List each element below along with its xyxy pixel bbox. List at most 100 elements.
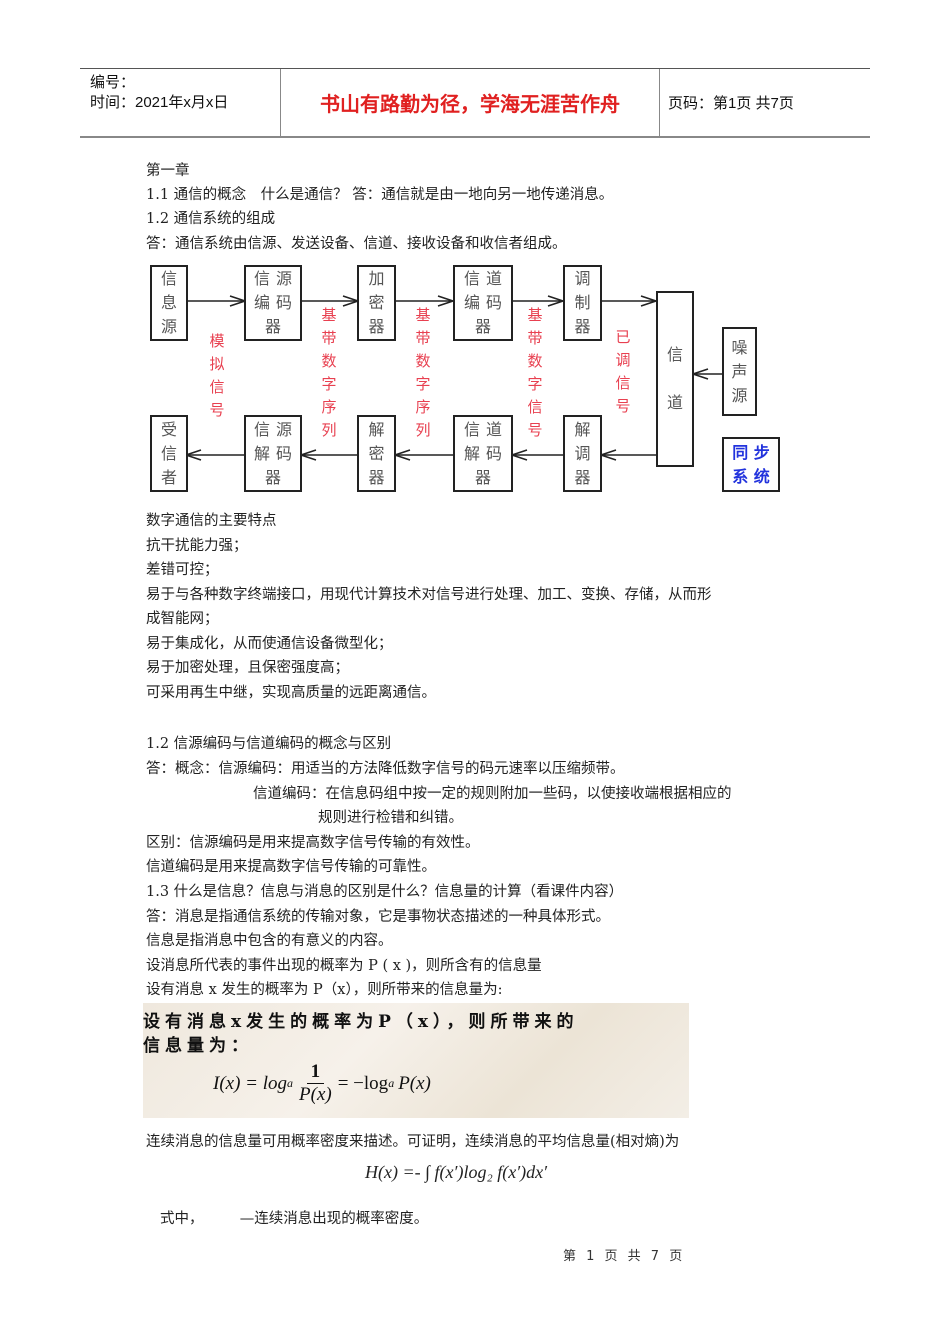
source-decoder-box: 信源 解码 器 xyxy=(244,415,302,492)
difference-source: 区别：信源编码是用来提高数字信号传输的有效性。 xyxy=(146,835,480,851)
box-text: 息 xyxy=(160,293,177,312)
box-text: 信源 xyxy=(253,419,298,439)
label-char: 基 xyxy=(527,306,543,324)
label-char: 号 xyxy=(209,401,225,419)
label-char: 带 xyxy=(321,329,337,347)
box-text: 加 xyxy=(368,269,385,288)
continuous-info-text: 连续消息的信息量可用概率密度来描述。可证明，连续消息的平均信息量(相对熵)为 xyxy=(146,1134,680,1150)
where-clause: 式中， —连续消息出现的概率密度。 xyxy=(160,1211,429,1227)
formula-lhs: I(x) = log xyxy=(213,1072,288,1094)
section-1-2-title: 1.2 通信系统的组成 xyxy=(146,211,276,227)
page-header: 编号： 时间：2021年x月x日 书山有路勤为径，学海无涯苦作舟 页码：第1页 … xyxy=(80,68,870,138)
box-text: 密 xyxy=(368,443,385,463)
label-char: 数 xyxy=(415,352,431,370)
box-text: 同 步 xyxy=(732,442,770,462)
sync-system-box: 同 步 系 统 xyxy=(722,437,780,492)
label-char: 序 xyxy=(321,398,337,416)
formula-base: a xyxy=(388,1076,395,1090)
doc-number-label: 编号： xyxy=(90,74,136,91)
label-char: 信 xyxy=(615,374,631,392)
box-text: 道 xyxy=(666,393,683,412)
box-text: 信源 xyxy=(253,269,298,288)
box-text: 器 xyxy=(264,317,287,336)
label-char: 信 xyxy=(209,378,225,396)
feature-item: 易于与各种数字终端接口，用现代计算技术对信号进行处理、加工、变换、存储，从而形 xyxy=(146,587,712,603)
section-coding-title: 1.2 信源编码与信道编码的概念与区别 xyxy=(146,736,392,752)
feature-item: 抗干扰能力强； xyxy=(146,538,248,554)
box-text: 噪 xyxy=(731,337,748,357)
label-char: 基 xyxy=(415,306,431,324)
box-text: 源 xyxy=(731,385,748,405)
formula-image-line-2: 信息量为： xyxy=(143,1036,253,1056)
header-page-info: 页码：第1页 共7页 xyxy=(668,95,794,112)
formula-numerator: 1 xyxy=(306,1061,325,1084)
info-definition: 信息是指消息中包含的有意义的内容。 xyxy=(146,933,393,949)
demodulator-box: 解 调 器 xyxy=(563,415,602,492)
box-text: 器 xyxy=(474,467,497,487)
label-char: 带 xyxy=(527,329,543,347)
label-baseband-seq-2: 基 带 数 字 序 列 xyxy=(414,304,432,442)
box-text: 源 xyxy=(160,317,177,336)
box-text: 信 xyxy=(160,269,177,288)
probability-line-2: 设有消息 x 发生的概率为 P（x），则所带来的信息量为: xyxy=(146,982,503,998)
entropy-formula: H(x) =- ∫ f(x′)log₂ f(x′)dx′ xyxy=(365,1162,548,1182)
box-text: 器 xyxy=(574,317,591,336)
label-char: 信 xyxy=(527,398,543,416)
box-text: 信道 xyxy=(463,419,508,439)
label-char: 已 xyxy=(615,328,631,346)
label-char: 调 xyxy=(615,351,631,369)
box-text: 信道 xyxy=(463,269,508,288)
concept-channel-coding-1: 信道编码：在信息码组中按一定的规则附加一些码，以使接收端根据相应的 xyxy=(253,786,732,802)
label-char: 数 xyxy=(527,352,543,370)
difference-channel: 信道编码是用来提高数字信号传输的可靠性。 xyxy=(146,859,436,875)
feature-item: 易于加密处理，且保密强度高； xyxy=(146,660,349,676)
formula-image-line-1: 设有消息x发生的概率为P（x），则所带来的 xyxy=(143,1012,579,1032)
label-char: 字 xyxy=(321,375,337,393)
label-baseband-seq-1: 基 带 数 字 序 列 xyxy=(320,304,338,442)
label-char: 拟 xyxy=(209,355,225,373)
box-text: 受 xyxy=(160,419,177,439)
label-char: 字 xyxy=(527,375,543,393)
box-text: 解 xyxy=(574,419,591,439)
label-char: 基 xyxy=(321,306,337,324)
receiver-box: 受 信 者 xyxy=(150,415,188,492)
information-formula: I(x) = log a 1 P(x) = −log a P(x) xyxy=(213,1061,431,1106)
label-char: 数 xyxy=(321,352,337,370)
box-text: 器 xyxy=(264,467,287,487)
box-text: 器 xyxy=(574,467,591,487)
label-char: 列 xyxy=(415,421,431,439)
section-1-1: 1.1 通信的概念 什么是通信？ 答：通信就是由一地向另一地传递消息。 xyxy=(146,187,614,203)
feature-item: 可采用再生中继，实现高质量的远距离通信。 xyxy=(146,685,436,701)
box-text: 声 xyxy=(731,361,748,381)
label-char: 号 xyxy=(527,421,543,439)
label-char: 号 xyxy=(615,397,631,415)
box-text: 者 xyxy=(160,467,177,487)
channel-decoder-box: 信道 解码 器 xyxy=(453,415,513,492)
feature-item: 差错可控； xyxy=(146,562,219,578)
label-char: 带 xyxy=(415,329,431,347)
label-modulated-signal: 已 调 信 号 xyxy=(614,326,632,418)
box-text: 信 xyxy=(160,443,177,463)
header-meta: 编号： 时间：2021年x月x日 xyxy=(80,69,280,136)
encryptor-box: 加 密 器 xyxy=(357,265,396,341)
decryptor-box: 解 密 器 xyxy=(357,415,396,492)
feature-item: 成智能网； xyxy=(146,611,219,627)
box-text: 制 xyxy=(574,293,591,312)
label-char: 模 xyxy=(209,332,225,350)
info-source-box: 信 息 源 xyxy=(150,265,188,341)
section-1-2-answer: 答：通信系统由信源、发送设备、信道、接收设备和收信者组成。 xyxy=(146,236,567,252)
label-char: 列 xyxy=(321,421,337,439)
label-baseband-signal: 基 带 数 字 信 号 xyxy=(526,304,544,442)
doc-date-label: 时间：2021年x月x日 xyxy=(90,94,229,111)
box-text: 器 xyxy=(368,467,385,487)
formula-rhs-tail: P(x) xyxy=(398,1072,431,1094)
noise-source-box: 噪 声 源 xyxy=(722,327,757,416)
box-text: 编码 xyxy=(253,293,298,312)
chapter-title: 第一章 xyxy=(146,163,190,179)
concept-source-coding: 答：概念：信源编码：用适当的方法降低数字信号的码元速率以压缩频带。 xyxy=(146,761,625,777)
label-char: 序 xyxy=(415,398,431,416)
box-text: 调 xyxy=(574,269,591,288)
box-text: 解 xyxy=(368,419,385,439)
formula-base: a xyxy=(287,1076,294,1090)
box-text: 器 xyxy=(368,317,385,336)
